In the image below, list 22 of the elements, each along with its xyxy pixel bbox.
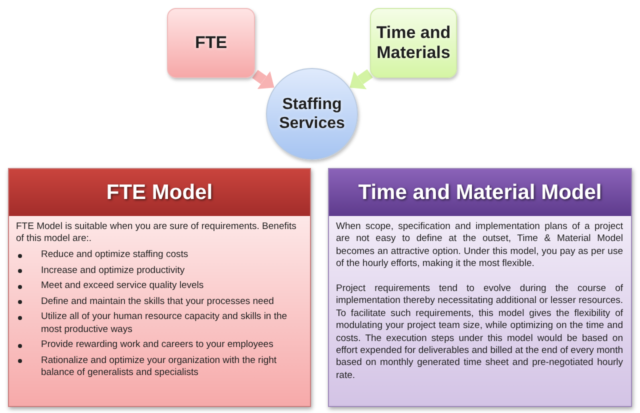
- circle-node: [266, 68, 358, 160]
- list-item: Provide rewarding work and careers to your employees: [41, 339, 274, 352]
- block-arrow: [350, 69, 373, 90]
- panel-title: Time and Material Model: [358, 180, 602, 204]
- paragraph: When scope, specification and implementation plans of a project are not easy to define at the outset, Time & Material Model becomes an attractive option. Under this model, you pay as per use of the hourly efforts, making it the most flexible.: [336, 221, 623, 271]
- paragraph: Project requirements tend to evolve during the course of implementation thereby necessitating additional or lesser resources. To facilitate such requirements, this model gives the flexibility of modulating your project team size, while optimizing on the time and costs. The execution steps under this model would be based on effort expended for deliverables and billed at the end of every month based on monthly generated time sheet and pre-negotiated hourly rate.: [336, 283, 623, 382]
- paragraph: FTE Model is suitable when you are sure of requirements. Benefits of this model are:.: [16, 221, 298, 246]
- node-label: FTE: [194, 32, 228, 54]
- node-label: Staffing Services: [278, 94, 346, 134]
- list-item: Rationalize and optimize your organization with the right balance of generalists and specialists: [41, 354, 278, 380]
- block-arrow: [252, 70, 274, 90]
- panel-title: FTE Model: [106, 180, 213, 204]
- rounded-box: [370, 8, 457, 78]
- list-item: Meet and exceed service quality levels: [41, 280, 204, 293]
- list-item: Increase and optimize productivity: [41, 264, 185, 277]
- node-label: Time and Materials: [375, 22, 452, 64]
- rounded-box: [167, 8, 255, 78]
- model-panel: [328, 168, 632, 407]
- list-item: Define and maintain the skills that your processes need: [41, 296, 274, 308]
- list-item: Utilize all of your human resource capacity and skills in the most productive ways: [41, 311, 288, 336]
- list-item: Reduce and optimize staffing costs: [41, 249, 188, 262]
- model-panel: [8, 168, 311, 407]
